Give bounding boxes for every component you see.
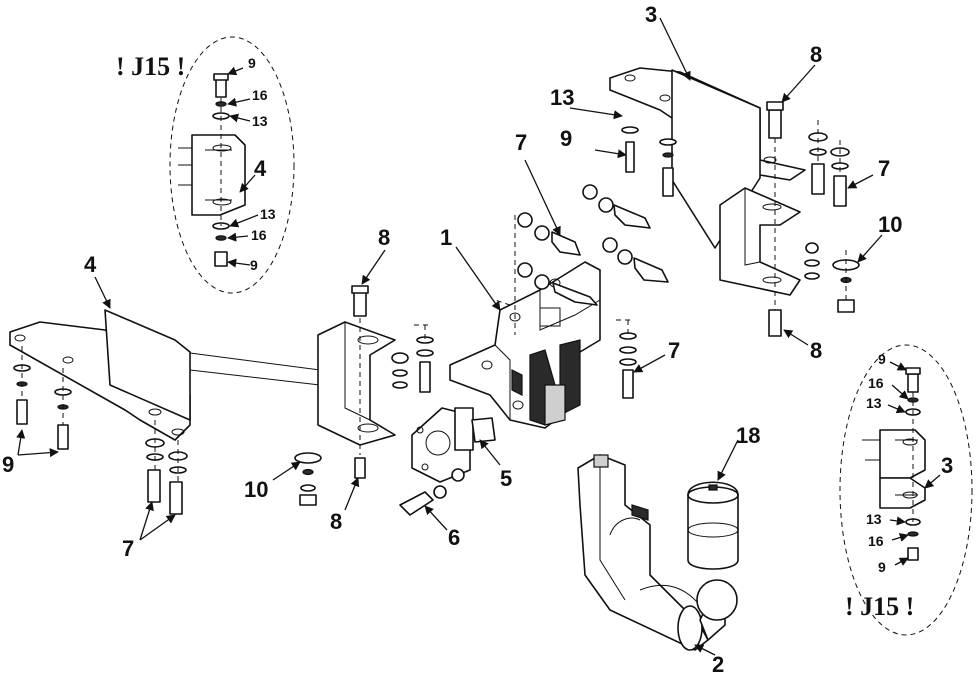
callout-7: 7	[122, 536, 134, 561]
right-arm-callouts: 3 8 13 9 7 10 8	[550, 2, 902, 363]
callout-16: 16	[252, 87, 268, 103]
callout-4: 4	[254, 156, 267, 181]
callout-9: 9	[250, 257, 258, 273]
callout-9: 9	[878, 351, 886, 367]
callout-3: 3	[645, 2, 657, 27]
callout-9: 9	[248, 55, 256, 71]
callout-9: 9	[878, 559, 886, 575]
callout-18: 18	[736, 423, 760, 448]
callout-8: 8	[378, 225, 390, 250]
callout-5: 5	[500, 466, 512, 491]
main-tow-bracket-1	[449, 184, 669, 429]
callout-1: 1	[440, 225, 452, 250]
callout-16: 16	[868, 533, 884, 549]
callout-4: 4	[84, 252, 97, 277]
callout-8: 8	[810, 338, 822, 363]
socket-plate-5	[411, 407, 496, 483]
inset-j15-left	[169, 36, 295, 294]
ball-neck-2	[577, 454, 738, 651]
main-callouts: 1 7 7 5 6	[424, 130, 680, 550]
side-bracket-3-right	[609, 67, 860, 337]
callout-8: 8	[810, 42, 822, 67]
callout-13: 13	[550, 85, 574, 110]
callout-13: 13	[866, 511, 882, 527]
callout-9: 9	[560, 126, 572, 151]
callout-13: 13	[866, 395, 882, 411]
callout-13: 13	[260, 206, 276, 222]
callout-7: 7	[668, 338, 680, 363]
callout-7: 7	[878, 156, 890, 181]
callout-10: 10	[878, 212, 902, 237]
callout-3: 3	[941, 453, 953, 478]
callout-9: 9	[2, 452, 14, 477]
callout-10: 10	[244, 477, 268, 502]
centre-left-callouts: 8 10 8	[244, 225, 390, 534]
callout-6: 6	[448, 525, 460, 550]
inset-left-callouts: 9 16 13 4 13 16 9	[227, 55, 276, 273]
warning-label-left: ! J15 !	[116, 52, 185, 81]
inset-j15-right	[839, 344, 973, 636]
callout-8: 8	[330, 509, 342, 534]
callout-2: 2	[712, 652, 724, 674]
ball-callouts: 18 2	[694, 423, 760, 674]
ball-cap-18	[687, 481, 739, 570]
callout-7: 7	[515, 130, 527, 155]
callout-16: 16	[868, 375, 884, 391]
side-bracket-4-left	[9, 309, 321, 515]
left-arm-callouts: 4 9 7	[2, 252, 176, 561]
callout-16: 16	[251, 227, 267, 243]
inset-right-callouts: 9 16 13 3 13 16 9	[866, 351, 953, 575]
centre-left-bracket	[294, 285, 434, 506]
callout-13: 13	[252, 113, 268, 129]
warning-label-right: ! J15 !	[845, 592, 914, 621]
bolt-6	[399, 468, 465, 516]
